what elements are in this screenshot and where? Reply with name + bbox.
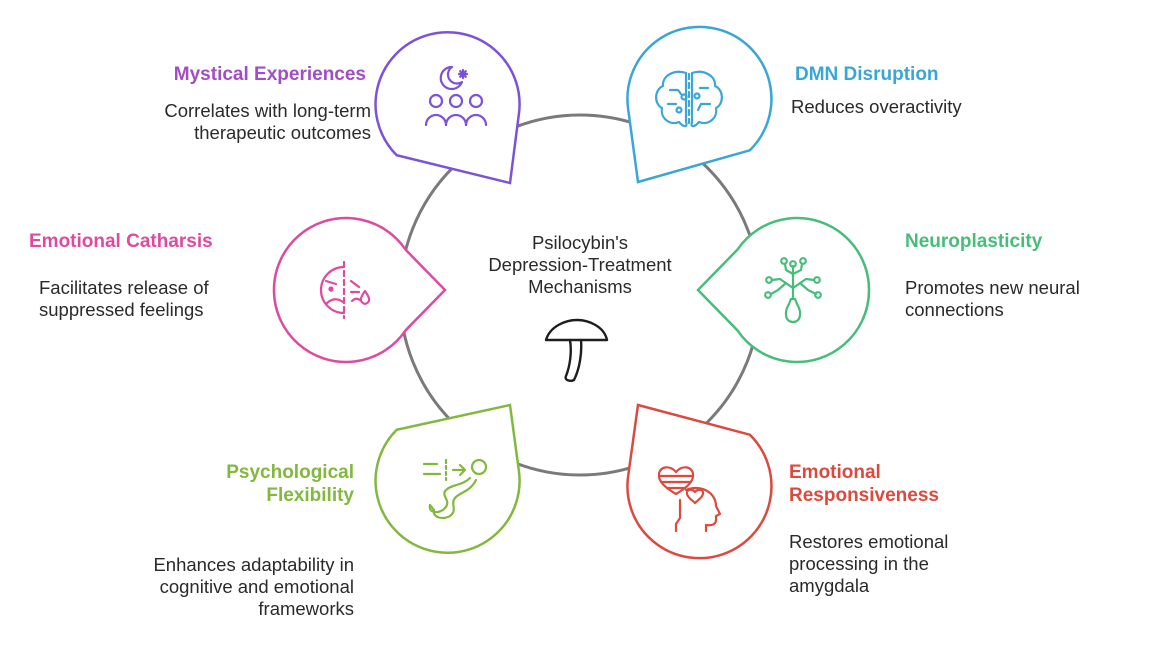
flex-desc: Enhances adaptability in cognitive and e… [153, 554, 354, 621]
pin-respons [626, 403, 773, 560]
pin-catharsis [272, 216, 447, 364]
desc-line: Enhances adaptability in [153, 554, 354, 575]
respons-desc: Restores emotional processing in the amy… [789, 531, 948, 598]
desc-line: Promotes new neural [905, 277, 1080, 298]
title-line: Emotional [789, 462, 881, 483]
center-title-line: Depression-Treatment [488, 254, 672, 276]
head-heart-icon [657, 466, 722, 533]
desc-line: frameworks [258, 598, 354, 620]
desc-line: processing in the [789, 553, 929, 575]
neuro-desc: Promotes new neural connections [905, 277, 1080, 321]
desc-line: suppressed feelings [39, 299, 204, 321]
center-title-line: Psilocybin's [531, 232, 629, 253]
desc-line: therapeutic outcomes [194, 122, 371, 144]
respons-title: Emotional Responsiveness [789, 462, 939, 508]
flexible-figure-icon [422, 458, 488, 520]
desc-line: Restores emotional [789, 531, 949, 552]
face-tear-icon [319, 260, 371, 320]
catharsis-title: Emotional Catharsis [29, 231, 213, 252]
pin-neuro [696, 216, 871, 364]
title-line: Flexibility [266, 484, 354, 506]
pin-mystical [374, 31, 521, 185]
neural-plant-icon [764, 257, 822, 324]
mystical-desc: Correlates with long-term therapeutic ou… [164, 100, 371, 144]
desc-line: Correlates with long-term [164, 100, 371, 121]
desc-line: connections [905, 299, 1004, 321]
desc-line: amygdala [789, 575, 870, 597]
dmn-title: DMN Disruption [795, 64, 939, 85]
flex-title: Psychological Flexibility [226, 462, 354, 508]
pin-flex [374, 403, 521, 554]
pin-dmn [626, 25, 773, 184]
neuro-title: Neuroplasticity [905, 231, 1043, 252]
mushroom-icon [544, 318, 609, 382]
mystical-title: Mystical Experiences [173, 64, 366, 85]
catharsis-desc: Facilitates release of suppressed feelin… [39, 277, 209, 321]
desc-line: Facilitates release of [39, 277, 209, 298]
center-title-line: Mechanisms [528, 276, 632, 298]
center-title: Psilocybin's Depression-Treatment Mechan… [455, 232, 705, 299]
dmn-desc: Reduces overactivity [791, 96, 962, 118]
desc-line: Reduces overactivity [791, 96, 962, 117]
title-line: Responsiveness [789, 484, 939, 506]
title-line: Psychological [226, 462, 354, 483]
brain-circuit-icon [655, 70, 723, 128]
moon-star-people-icon [424, 65, 488, 127]
desc-line: cognitive and emotional [159, 576, 354, 598]
